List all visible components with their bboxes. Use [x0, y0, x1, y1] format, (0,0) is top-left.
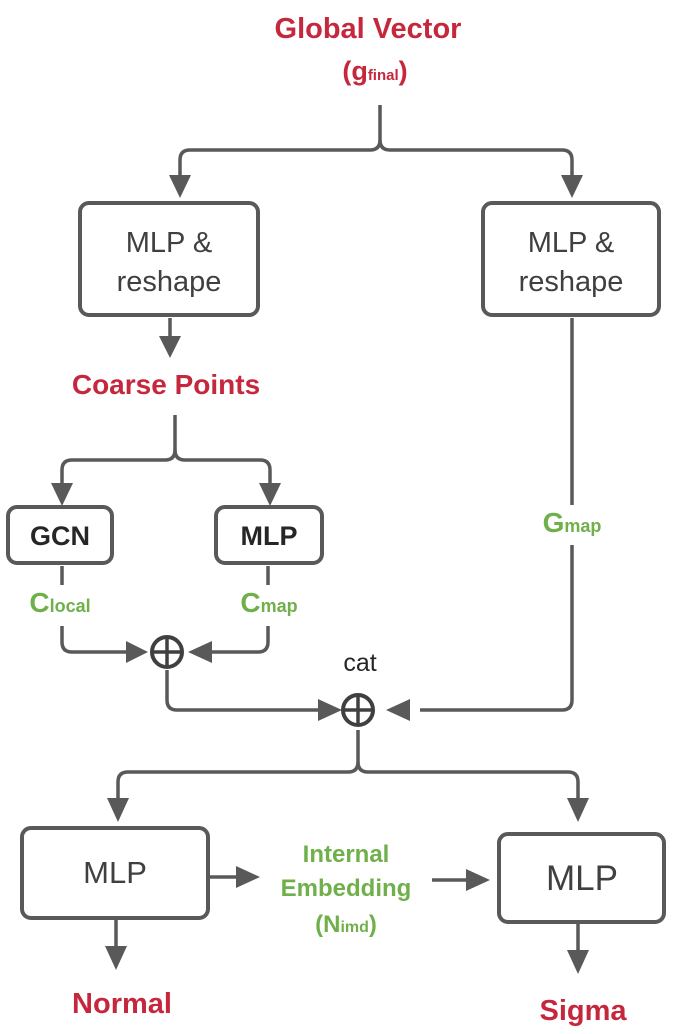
mlp-small-label: MLP [241, 521, 298, 551]
edge-coarse-to-mlp [173, 449, 272, 485]
sigma-output-label: Sigma [539, 995, 627, 1027]
mlp-reshape-left-line1: MLP & [126, 227, 213, 259]
global-vector-title: Global Vector [275, 13, 462, 45]
internal-embedding-line2: Embedding [281, 875, 412, 902]
arrowhead-to-embedding [236, 866, 260, 888]
mlp-reshape-right-line1: MLP & [528, 227, 615, 259]
c-map-label: Cmap [240, 587, 297, 618]
global-vector-symbol: (gfinal) [342, 56, 407, 86]
arrowhead-to-cat-left [318, 699, 342, 721]
gcn-label: GCN [30, 521, 90, 551]
edge-cat-split-right [356, 761, 580, 800]
mlp-bottom-left-box [20, 826, 210, 920]
mlp-bottom-right-label: MLP [546, 859, 618, 898]
circled-plus-icon [341, 693, 375, 727]
normal-output-label: Normal [72, 988, 172, 1020]
arrowhead-to-normal [105, 946, 127, 970]
cat-label: cat [343, 649, 376, 677]
edge-coarse-split [60, 415, 177, 485]
coarse-points-label: Coarse Points [72, 369, 260, 400]
mlp-bottom-right-box [497, 832, 666, 924]
mlp-bottom-left-label: MLP [83, 855, 147, 890]
arrowhead-to-sigma [567, 950, 589, 974]
edge-clocal-to-oplus [60, 626, 128, 654]
internal-embedding-line1: Internal [303, 841, 390, 868]
gcn-box [6, 505, 114, 565]
arrowhead-to-oplus-left [126, 641, 148, 663]
circled-plus-icon [150, 635, 184, 669]
internal-embedding-symbol: (Nimd) [315, 911, 377, 938]
arrowhead-to-gcn [51, 483, 73, 506]
arrowhead-to-cat-right [386, 699, 410, 721]
arrowhead-to-mlp-small [259, 483, 281, 506]
mlp-small-box [214, 505, 324, 565]
arrowhead-to-right-reshape [561, 175, 583, 198]
edge-global-split [178, 105, 382, 178]
arrowhead-to-coarse-points [159, 336, 181, 358]
mlp-reshape-left-line2: reshape [117, 266, 222, 298]
edge-oplus-to-cat [165, 670, 322, 712]
edge-cmap-to-oplus [212, 626, 270, 654]
mlp-reshape-left-box [78, 201, 260, 317]
c-local-label: Clocal [29, 587, 90, 618]
arrowhead-to-oplus-right [188, 641, 212, 663]
edge-global-to-right [378, 139, 574, 178]
arrowhead-to-mlp-bottom-left [107, 798, 129, 822]
mlp-reshape-right-line2: reshape [519, 266, 624, 298]
edge-gmap-to-cat [420, 545, 574, 712]
arrowhead-from-embedding [466, 869, 490, 891]
edge-cat-split-left [116, 730, 360, 800]
arrowhead-to-mlp-bottom-right [567, 798, 589, 822]
arrowhead-to-left-reshape [169, 175, 191, 198]
g-map-label: Gmap [543, 507, 602, 538]
mlp-reshape-right-box [481, 201, 661, 317]
